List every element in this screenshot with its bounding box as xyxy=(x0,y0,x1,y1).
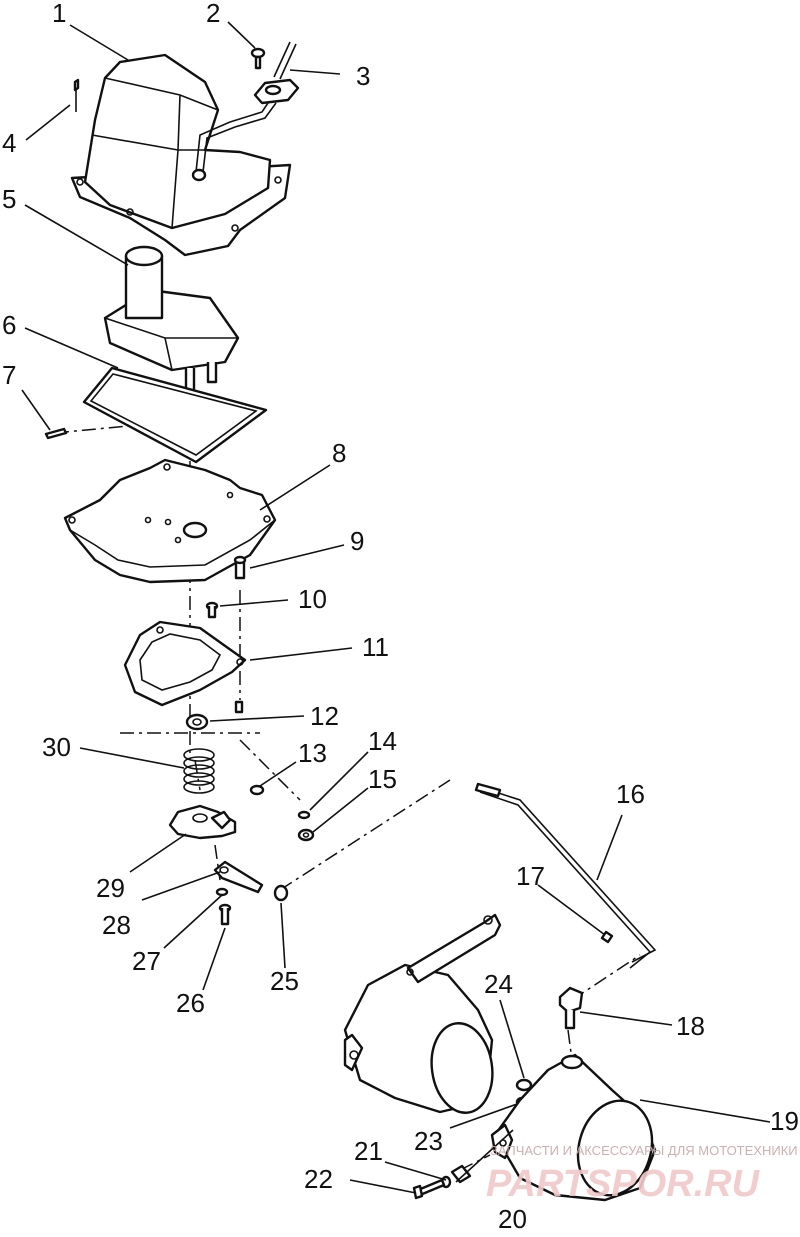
part-1-actuator-housing xyxy=(70,53,292,257)
callout-6: 6 xyxy=(2,310,16,340)
part-25-nut xyxy=(273,884,289,902)
part-20-bushing xyxy=(450,1164,472,1184)
part-13-washer xyxy=(249,784,265,796)
part-24-washer xyxy=(515,1078,533,1092)
callout-1: 1 xyxy=(52,0,66,28)
callout-8: 8 xyxy=(332,438,346,468)
callout-15: 15 xyxy=(368,764,397,794)
part-8-base-plate xyxy=(63,458,277,584)
part-15-nut xyxy=(297,828,315,842)
part-7-pin xyxy=(44,427,68,440)
callout-2: 2 xyxy=(206,0,220,28)
part-6-gasket xyxy=(82,366,268,464)
part-22-bolt xyxy=(412,1178,446,1200)
callout-9: 9 xyxy=(350,526,364,556)
callout-11: 11 xyxy=(362,632,389,662)
valve-body-upper xyxy=(343,913,502,1114)
part-27-washer xyxy=(215,887,229,897)
callout-22: 22 xyxy=(304,1164,333,1194)
part-5-actuator-motor xyxy=(103,245,240,404)
callout-30: 30 xyxy=(42,732,71,762)
callout-23: 23 xyxy=(414,1126,443,1156)
part-9-stud xyxy=(233,555,247,580)
part-4-screw xyxy=(73,78,80,112)
callout-5: 5 xyxy=(2,184,16,214)
part-2-screw xyxy=(250,47,266,70)
part-3-wire-grommet xyxy=(253,41,300,105)
part-12-bushing xyxy=(185,700,244,731)
callout-17: 17 xyxy=(516,861,545,891)
callout-28: 28 xyxy=(102,910,131,940)
part-10-screw xyxy=(205,601,219,619)
part-11-gasket xyxy=(123,620,247,707)
part-19-throttle-body xyxy=(490,1053,657,1202)
leader-lines xyxy=(21,21,771,1194)
callout-21: 21 xyxy=(354,1136,383,1166)
callout-29: 29 xyxy=(96,873,125,903)
part-14-washer xyxy=(297,810,311,820)
callout-24: 24 xyxy=(484,969,513,999)
callout-4: 4 xyxy=(2,128,16,158)
callout-16: 16 xyxy=(616,779,645,809)
callout-12: 12 xyxy=(310,701,339,731)
part-18-swivel xyxy=(558,986,584,1030)
callout-25: 25 xyxy=(270,966,299,996)
callout-18: 18 xyxy=(676,1011,705,1041)
callout-13: 13 xyxy=(298,738,327,768)
part-16-control-rod xyxy=(474,782,657,969)
callout-7: 7 xyxy=(2,360,16,390)
callout-26: 26 xyxy=(176,988,205,1018)
callout-20: 20 xyxy=(498,1204,527,1234)
watermark-tagline: ЗАПЧАСТИ И АКСЕССУАРЫ ДЛЯ МОТОТЕХНИКИ xyxy=(490,1143,798,1158)
callout-3: 3 xyxy=(356,61,370,91)
part-28-lever-arm xyxy=(213,860,264,894)
part-30-spring xyxy=(183,748,215,794)
callout-14: 14 xyxy=(368,726,397,756)
callout-19: 19 xyxy=(770,1106,799,1136)
part-26-screw xyxy=(218,903,232,926)
callout-27: 27 xyxy=(132,946,161,976)
watermark: ЗАПЧАСТИ И АКСЕССУАРЫ ДЛЯ МОТОТЕХНИКИ PA… xyxy=(486,1143,798,1205)
watermark-logo: PARTSPOR.RU xyxy=(486,1163,761,1205)
part-29-cam xyxy=(168,804,237,840)
callout-10: 10 xyxy=(298,584,327,614)
